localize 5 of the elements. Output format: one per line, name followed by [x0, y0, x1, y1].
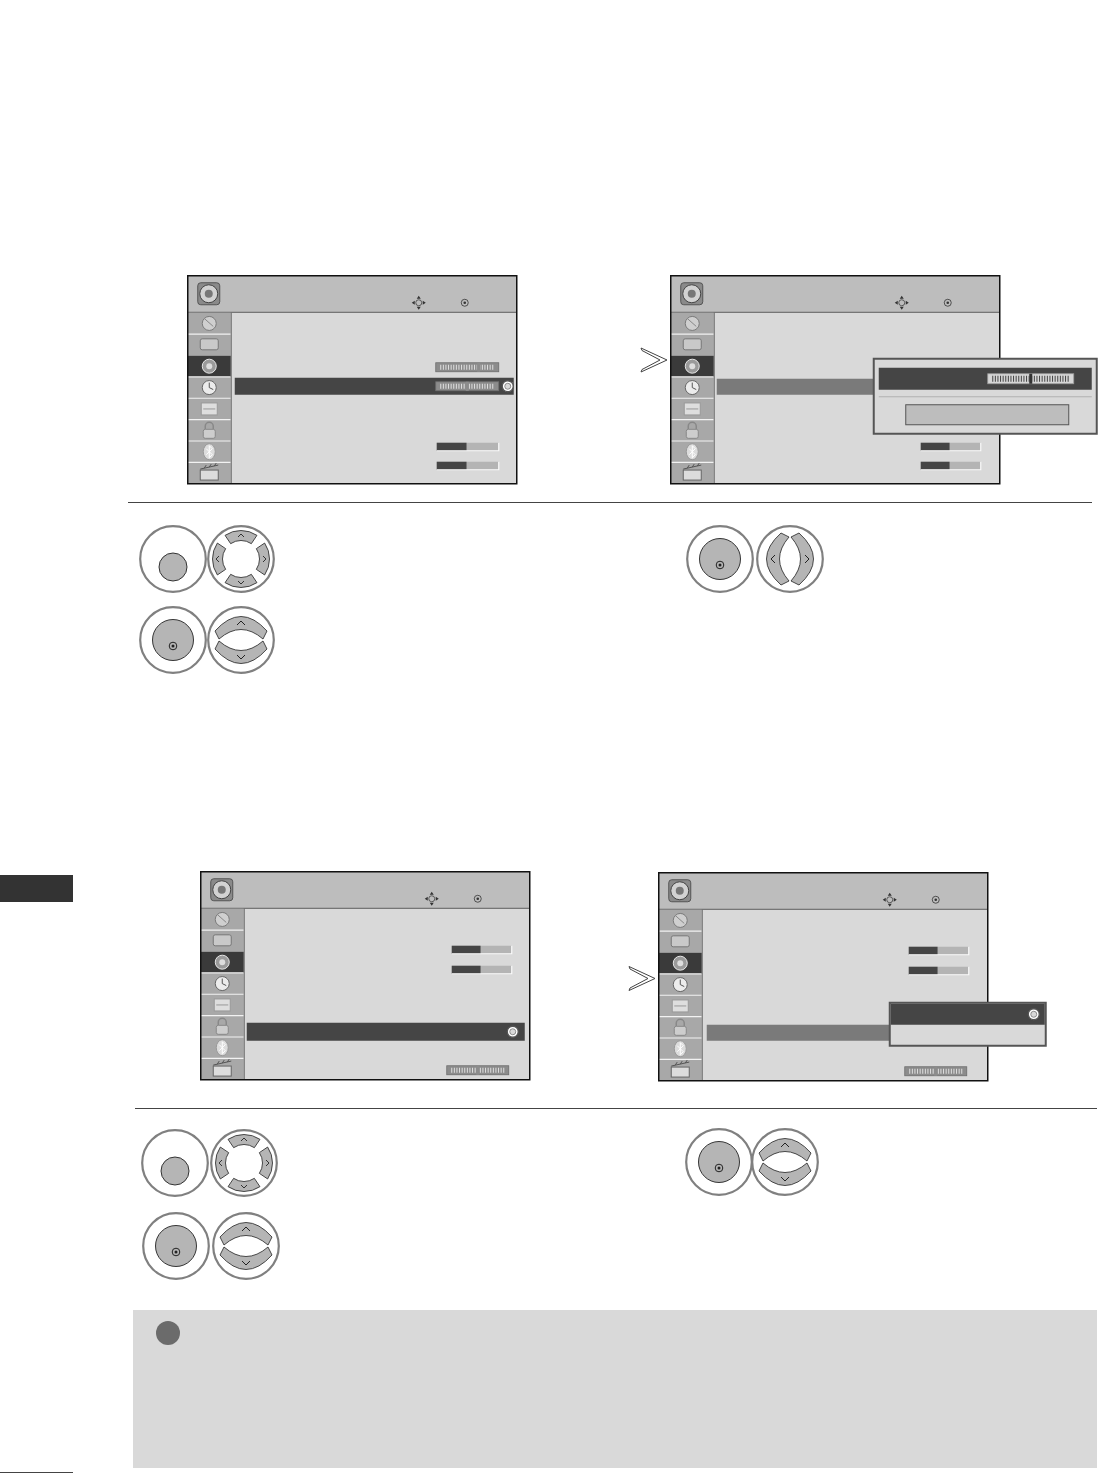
tv-menu-screen	[658, 872, 1047, 1082]
tv-menu-screen	[187, 275, 518, 485]
side-tab	[0, 875, 73, 902]
tv-menu-screen	[200, 871, 531, 1081]
tv-menu-screen	[670, 275, 1098, 485]
